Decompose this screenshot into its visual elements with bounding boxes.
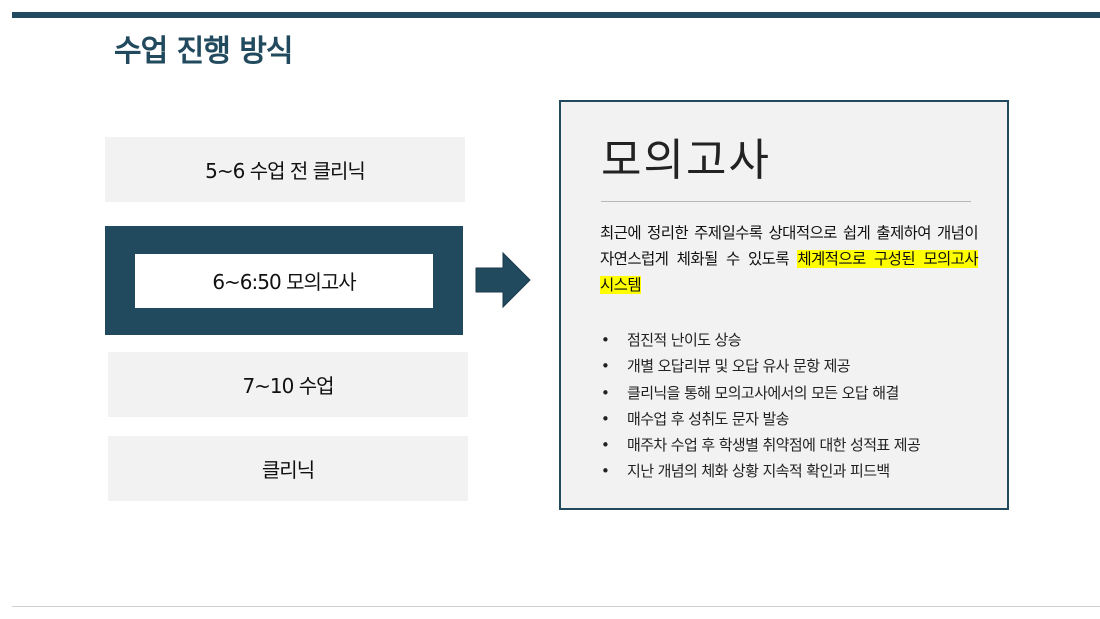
detail-panel: 모의고사 최근에 정리한 주제일수록 상대적으로 쉽게 출제하여 개념이 자연스… [559, 100, 1009, 510]
step-label: 클리닉 [261, 458, 315, 482]
step-box-class: 7~10 수업 [108, 352, 468, 417]
top-accent-bar [12, 12, 1100, 18]
bullet-icon: • [601, 383, 610, 402]
bottom-divider [12, 606, 1100, 607]
panel-description: 최근에 정리한 주제일수록 상대적으로 쉽게 출제하여 개념이 자연스럽게 체화… [600, 220, 979, 298]
description-text: 최근에 정리한 주제일수록 상대적으로 쉽게 출제하여 개념이 자연스럽게 체화… [600, 224, 979, 268]
right-arrow-icon [475, 251, 531, 309]
panel-divider [601, 201, 971, 202]
list-item: •매수업 후 성취도 문자 발송 [601, 406, 920, 432]
bullet-icon: • [601, 436, 610, 455]
bullet-icon: • [601, 462, 610, 481]
page-title: 수업 진행 방식 [114, 34, 293, 69]
list-item: •클리닉을 통해 모의고사에서의 모든 오답 해결 [601, 380, 920, 406]
bullet-icon: • [601, 409, 610, 428]
bullet-icon: • [601, 331, 610, 349]
bullet-icon: • [601, 357, 610, 376]
feature-list: •점진적 난이도 상승 •개별 오답리뷰 및 오답 유사 문항 제공 •클리닉을… [601, 327, 921, 485]
step-label: 6~6:50 모의고사 [212, 270, 356, 294]
step-label: 7~10 수업 [242, 374, 334, 398]
list-item: •개별 오답리뷰 및 오답 유사 문항 제공 [601, 353, 920, 379]
panel-title: 모의고사 [601, 135, 771, 186]
step-box-clinic: 클리닉 [108, 436, 468, 501]
step-label: 5~6 수업 전 클리닉 [205, 159, 366, 183]
list-item: •지난 개념의 체화 상황 지속적 확인과 피드백 [601, 458, 920, 484]
step-box-pre-class-clinic: 5~6 수업 전 클리닉 [105, 137, 465, 202]
list-item: •점진적 난이도 상승 [601, 327, 920, 353]
step-inner-box: 6~6:50 모의고사 [135, 253, 433, 308]
step-box-mock-exam: 6~6:50 모의고사 [105, 226, 463, 335]
list-item: •매주차 수업 후 학생별 취약점에 대한 성적표 제공 [601, 432, 921, 458]
